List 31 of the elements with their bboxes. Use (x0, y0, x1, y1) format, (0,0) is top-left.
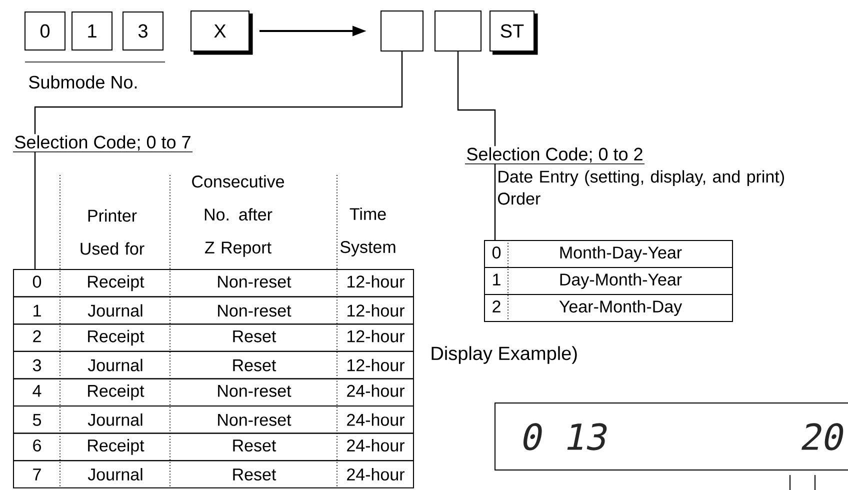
heading: Selection Code; 0 to 7 (12, 135, 193, 152)
heading: Display Example) (432, 346, 577, 364)
display-panel: 0 13 20 (494, 402, 848, 470)
connector-line (34, 152, 36, 269)
table-row: 1 Journal Non-reset 12-hour (13, 296, 414, 325)
table-row: 6 Receipt Reset 24-hour (13, 432, 414, 462)
column-header: Time System (340, 208, 396, 256)
table-row: 1 Day-Month-Year (484, 267, 733, 295)
table-row: 0 Receipt Non-reset 12-hour (13, 269, 414, 298)
table-row: 4 Receipt Non-reset 24-hour (13, 378, 414, 406)
column-header: Printer Used for (80, 209, 144, 255)
note: Date Entry (setting, display, and print) Order (498, 170, 784, 205)
blank-key (434, 10, 482, 52)
key: X (190, 10, 253, 55)
connector-line (494, 164, 496, 240)
key: ST (490, 10, 538, 55)
blank-key (380, 10, 424, 52)
caption: Submode No. (29, 75, 137, 89)
table-row: 5 Journal Non-reset 24-hour (13, 406, 414, 434)
connector-line (457, 52, 496, 146)
table-row: 3 Journal Reset 12-hour (13, 350, 414, 380)
heading: Selection Code; 0 to 2 (464, 147, 645, 164)
table-row: 2 Receipt Reset 12-hour (13, 324, 414, 352)
connector-line (34, 52, 403, 134)
key: 0 (24, 12, 66, 50)
table-row: 0 Month-Day-Year (484, 240, 733, 268)
column-header: Consecutive No. after Z Report (192, 175, 284, 257)
table-row: 2 Year-Month-Day (484, 294, 733, 322)
key: 1 (72, 12, 112, 50)
table-row: 7 Journal Reset 24-hour (13, 460, 414, 488)
key: 3 (122, 12, 164, 50)
